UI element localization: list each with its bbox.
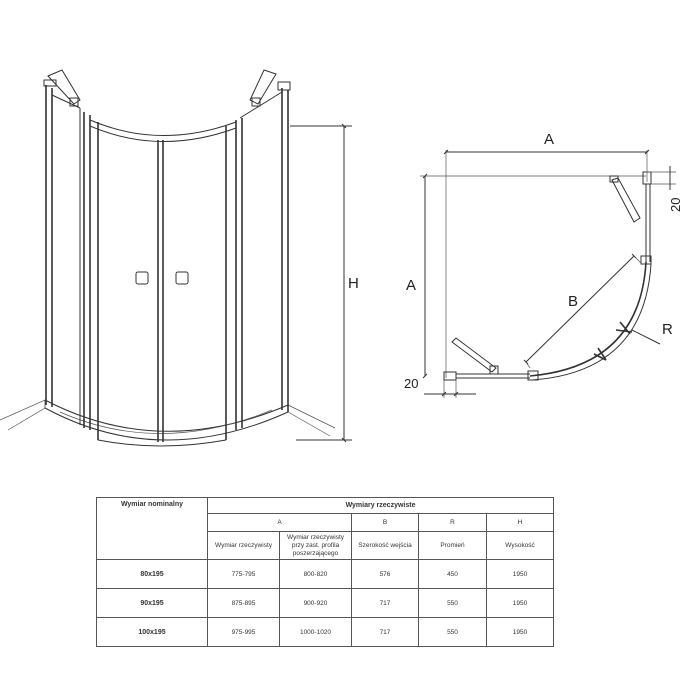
- cell-a-actual: 775-795: [207, 559, 280, 589]
- plan-handle-2: [615, 321, 633, 335]
- cell-a-profile: 1000-1020: [279, 617, 352, 647]
- dim-b-line: [525, 255, 635, 363]
- cell-a-profile: 800-820: [279, 559, 352, 589]
- dim-r-leader: [631, 329, 661, 345]
- subheader-a-actual: Wymiar rzeczywisty: [207, 531, 280, 560]
- left-wall-base: [0, 399, 46, 431]
- dim-a-top-label: A: [544, 131, 554, 148]
- shower-tray-front: [44, 407, 289, 441]
- plan-right-wall-profile: [645, 184, 651, 262]
- group-h: H: [485, 513, 555, 532]
- dim-a-left-label: A: [406, 277, 416, 294]
- top-curved-rail: [89, 119, 237, 136]
- height-label: H: [348, 275, 359, 292]
- dim-20-right-label: 20: [668, 198, 683, 212]
- group-r: R: [418, 513, 487, 532]
- plan-bracket-top: [611, 177, 641, 223]
- shower-perspective-drawing: H: [0, 69, 359, 447]
- subheader-b: Szerokość wejścia: [351, 531, 419, 560]
- cell-h: 1950: [485, 617, 555, 647]
- right-wall-profile: [281, 88, 289, 412]
- table-row: 80x195 775-795 800-820 576 450 1950: [96, 559, 555, 589]
- cell-h: 1950: [485, 588, 555, 618]
- plan-bracket-bottom: [451, 337, 497, 373]
- dimensions-table: Wymiar nominalny Wymiary rzeczywiste A B…: [96, 497, 555, 647]
- dim-r-label: R: [662, 321, 673, 338]
- cell-b: 717: [351, 617, 419, 647]
- shower-plan-drawing: A A B R 20: [404, 131, 683, 398]
- cell-a-profile: 900-920: [279, 588, 352, 618]
- right-door-handle: [175, 271, 189, 285]
- plan-curved-doors: [529, 261, 647, 377]
- subheader-h: Wysokość: [485, 531, 555, 560]
- left-wall-profile: [45, 85, 53, 407]
- table-row: 90x195 875-895 900-920 717 550 1950: [96, 588, 555, 618]
- header-nominal: Wymiar nominalny: [96, 497, 208, 560]
- bottom-curved-rail: [97, 439, 227, 447]
- cell-h: 1950: [485, 559, 555, 589]
- cell-b: 717: [351, 588, 419, 618]
- cell-a-actual: 975-995: [207, 617, 280, 647]
- cell-b: 576: [351, 559, 419, 589]
- right-fixed-panel: [235, 118, 243, 430]
- plan-handle-1: [593, 347, 607, 361]
- row-nominal: 80x195: [96, 559, 208, 589]
- row-nominal: 90x195: [96, 588, 208, 618]
- row-nominal: 100x195: [96, 617, 208, 647]
- subheader-a-profile: Wymiar rzeczywisty przy zast. profila po…: [279, 531, 352, 560]
- group-b: B: [351, 513, 419, 532]
- door-meeting-edges: [157, 140, 164, 442]
- dim-b-label: B: [568, 293, 578, 310]
- cell-a-actual: 875-895: [207, 588, 280, 618]
- header-actual: Wymiary rzeczywiste: [206, 497, 555, 514]
- left-fixed-panel: [51, 94, 81, 425]
- right-top-bracket: [249, 69, 277, 105]
- right-wall-base: [287, 404, 336, 437]
- cell-r: 550: [418, 588, 487, 618]
- subheader-r: Promień: [418, 531, 487, 560]
- left-top-bracket: [47, 69, 81, 105]
- plan-bottom-wall-profile: [456, 373, 530, 379]
- table-row: 100x195 975-995 1000-1020 717 550 1950: [96, 617, 555, 647]
- cell-r: 550: [418, 617, 487, 647]
- group-a: A: [207, 513, 352, 532]
- cell-r: 450: [418, 559, 487, 589]
- dim-20-bottom-label: 20: [404, 376, 418, 391]
- left-door-handle: [135, 271, 149, 285]
